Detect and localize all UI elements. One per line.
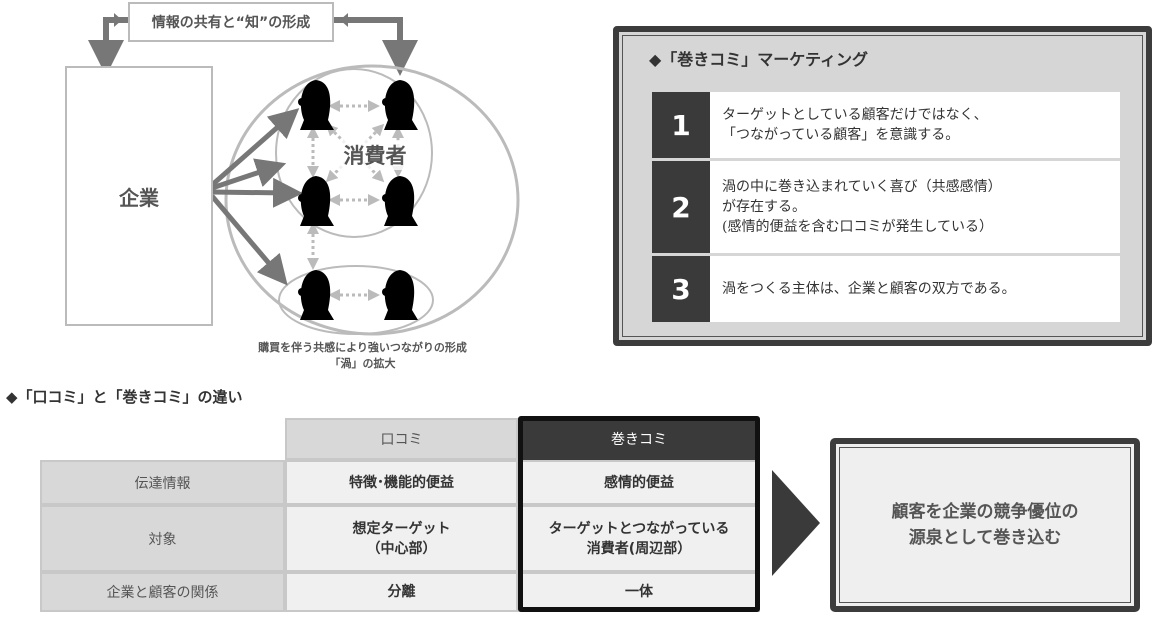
consumer-icon xyxy=(382,176,418,226)
item-text: ターゲットとしている顧客だけではなく、 xyxy=(722,107,988,123)
diagram-caption: 購買を伴う共感により強いつながりの形成 「渦」の拡大 xyxy=(240,340,485,372)
panel-item: 2 渦の中に巻き込まれていく喜び（共感感情） が存在する。 (感情的便益を含む口コミ… xyxy=(652,161,1120,253)
consumer-links xyxy=(307,100,404,301)
row-label: 対象 xyxy=(40,505,285,572)
kuchikomi-cell: 特徴･機能的便益 xyxy=(285,460,518,505)
cell-line: （中心部） xyxy=(366,540,437,557)
conclusion-line: 源泉として巻き込む xyxy=(908,528,1062,548)
panel-item: 3 渦をつくる主体は、企業と顧客の双方である。 xyxy=(652,256,1120,322)
knowledge-sharing-label: 情報の共有と“知”の形成 xyxy=(128,2,334,42)
item-number: 2 xyxy=(652,161,710,253)
item-text: 渦をつくる主体は、企業と顧客の双方である。 xyxy=(722,281,1016,297)
column-header-kuchikomi: 口コミ xyxy=(285,418,518,460)
item-text: 渦の中に巻き込まれていく喜び（共感感情） xyxy=(722,179,1002,195)
row-label: 企業と顧客の関係 xyxy=(40,572,285,612)
makikomi-marketing-panel: ◆「巻きコミ」マーケティング 1 ターゲットとしている顧客だけではなく、「つなが… xyxy=(613,26,1152,346)
consumer-icon xyxy=(298,80,334,130)
item-number: 3 xyxy=(652,256,710,322)
share-arrow-left xyxy=(88,17,128,76)
consumer-icon xyxy=(298,176,334,226)
consumers-label: 消費者 xyxy=(330,140,420,170)
consumer-icon xyxy=(382,80,418,130)
periphery-circle xyxy=(278,265,434,335)
kuchikomi-cell: 分離 xyxy=(285,572,518,612)
company-box: 企業 xyxy=(65,66,213,326)
core-circle xyxy=(275,68,433,238)
cell-line: 想定ターゲット xyxy=(352,520,451,537)
panel-title: ◆「巻きコミ」マーケティング xyxy=(649,50,869,69)
caption-line: 「渦」の拡大 xyxy=(329,357,396,370)
consumer-icon xyxy=(298,270,334,320)
makikomi-highlight-frame xyxy=(518,416,760,612)
comparison-heading: ◆「口コミ」と「巻きコミ」の違い xyxy=(6,388,243,406)
conclusion-line: 顧客を企業の競争優位の xyxy=(891,502,1079,522)
cell-line: 消費者(周辺部） xyxy=(586,540,692,557)
share-arrow-right xyxy=(114,13,418,76)
item-number: 1 xyxy=(652,92,710,158)
conclusion-box: 顧客を企業の競争優位の源泉として巻き込む xyxy=(830,438,1140,612)
row-label: 伝達情報 xyxy=(40,460,285,505)
column-header-makikomi: 巻きコミ xyxy=(520,418,758,460)
right-triangle-arrow-icon xyxy=(772,470,820,576)
item-text: が存在する。 xyxy=(722,199,806,215)
kuchikomi-cell: 想定ターゲット （中心部） xyxy=(285,505,518,572)
caption-line: 購買を伴う共感により強いつながりの形成 xyxy=(258,341,467,354)
company-arrows xyxy=(210,108,303,286)
panel-item: 1 ターゲットとしている顧客だけではなく、「つながっている顧客」を意識する。 xyxy=(652,92,1120,158)
consumer-network-diagram xyxy=(88,13,520,336)
item-text: 「つながっている顧客」を意識する。 xyxy=(722,127,960,143)
item-text: (感情的便益を含む口コミが発生している） xyxy=(722,219,994,235)
cell-line: ターゲットとつながっている xyxy=(548,520,730,537)
